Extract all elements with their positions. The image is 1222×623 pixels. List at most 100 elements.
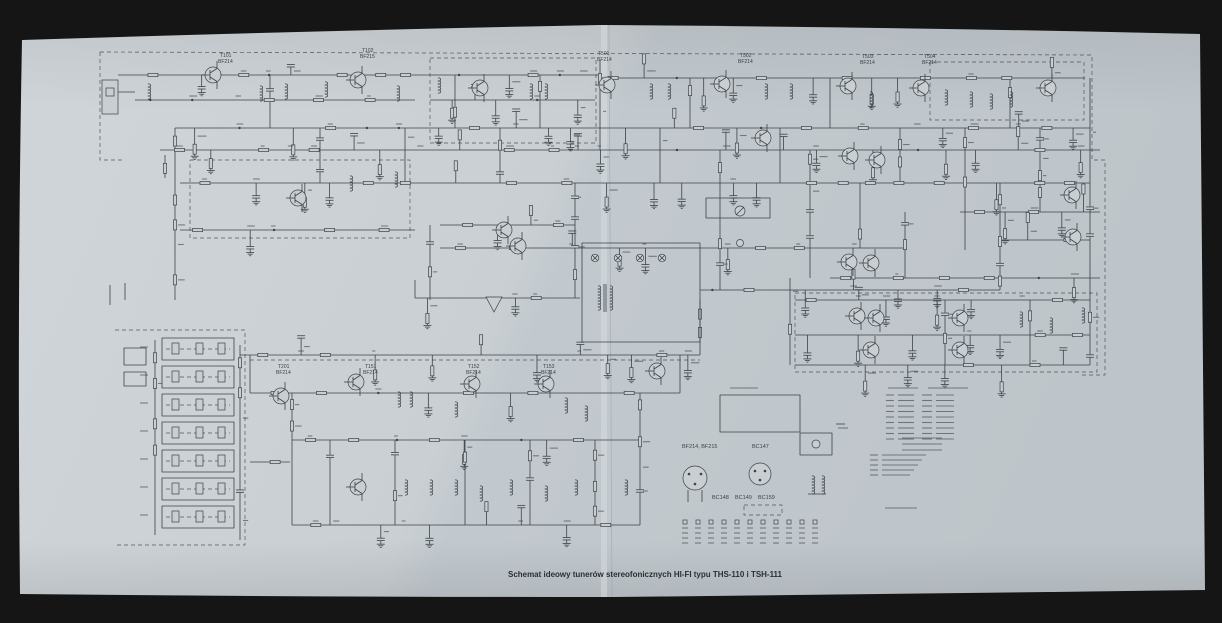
coil-symbol bbox=[509, 479, 514, 496]
capacitor-gap bbox=[1086, 233, 1094, 237]
resistor-symbol bbox=[604, 196, 609, 208]
junction-dot bbox=[272, 228, 276, 232]
resistor-symbol bbox=[173, 274, 177, 286]
transistor-symbol bbox=[506, 232, 527, 260]
resistor-symbol bbox=[573, 269, 577, 280]
transistor-ref-label: T152 bbox=[468, 364, 480, 370]
capacitor-gap bbox=[571, 216, 579, 220]
capacitor-symbol bbox=[286, 64, 295, 68]
coil-symbol bbox=[764, 83, 769, 100]
switch-contact bbox=[217, 370, 226, 383]
resistor-symbol bbox=[600, 523, 612, 527]
transistor-symbol bbox=[346, 473, 367, 501]
transistor-collector bbox=[853, 309, 862, 315]
transistor-emitter bbox=[500, 231, 509, 237]
capacitor-gap bbox=[996, 263, 1004, 267]
coil-symbol bbox=[649, 83, 654, 100]
transistor-collector bbox=[354, 480, 363, 486]
ground-symbol bbox=[903, 383, 912, 388]
resistor-symbol bbox=[1072, 287, 1076, 298]
resistor-symbol bbox=[538, 80, 542, 92]
resistor-symbol bbox=[508, 406, 513, 417]
junction-dot bbox=[1037, 276, 1040, 280]
coil-symbol bbox=[324, 81, 329, 98]
resistor-symbol bbox=[469, 126, 480, 130]
indicator-lamp-symbol bbox=[635, 253, 645, 263]
ground-symbol bbox=[861, 392, 870, 397]
ground-symbol bbox=[566, 147, 575, 152]
ground-symbol bbox=[562, 543, 571, 548]
resistor-symbol bbox=[313, 98, 324, 102]
capacitor-symbol bbox=[806, 209, 814, 213]
transistor-symbol bbox=[201, 61, 222, 89]
capacitor-gap bbox=[391, 452, 399, 456]
dashed-boundary bbox=[794, 292, 1098, 373]
coil-symbol bbox=[1049, 317, 1054, 334]
resistor-symbol bbox=[638, 399, 642, 411]
ground-symbol bbox=[615, 267, 624, 272]
ground-symbol bbox=[732, 154, 741, 159]
circuit-schematic bbox=[99, 51, 1106, 548]
resistor-symbol bbox=[806, 181, 817, 185]
resistor-symbol bbox=[336, 73, 348, 77]
transistor-type-label: BF214 bbox=[922, 60, 937, 66]
transistor-collector bbox=[476, 81, 485, 87]
resistor-symbol bbox=[966, 76, 977, 80]
ground-symbol bbox=[1069, 145, 1078, 150]
resistor-symbol bbox=[174, 148, 185, 152]
resistor-symbol bbox=[734, 142, 739, 154]
coil-symbol bbox=[667, 83, 672, 100]
ground-symbol bbox=[854, 362, 863, 367]
transistor-symbol bbox=[838, 142, 859, 170]
ground-symbol bbox=[729, 201, 738, 206]
resistor-symbol bbox=[1001, 76, 1013, 80]
coil-symbol bbox=[529, 83, 534, 100]
selector-switch-section bbox=[161, 365, 235, 389]
switch-diagram-box bbox=[799, 432, 833, 456]
transistor-emitter bbox=[873, 161, 882, 167]
lamp-cross bbox=[659, 255, 665, 261]
ground-symbol bbox=[206, 170, 215, 175]
transistor-collector bbox=[846, 149, 855, 155]
ground-symbol bbox=[801, 313, 810, 318]
resistor-symbol bbox=[864, 181, 876, 185]
transistor-collector bbox=[514, 239, 523, 245]
ground-symbol bbox=[971, 168, 980, 173]
transistor-symbol bbox=[859, 249, 880, 277]
resistor-symbol bbox=[963, 363, 974, 367]
pinout-bf-diagram bbox=[682, 465, 708, 491]
selector-switch-section bbox=[161, 505, 235, 529]
ground-symbol bbox=[460, 465, 469, 470]
capacitor-symbol bbox=[941, 312, 949, 316]
junction-dot bbox=[520, 438, 523, 442]
transistor-emitter bbox=[514, 247, 523, 253]
coil-symbol bbox=[259, 85, 264, 102]
resistor-symbol bbox=[425, 313, 430, 324]
pinout-pin bbox=[758, 478, 762, 482]
transistor-emitter bbox=[653, 372, 662, 378]
pinout-case bbox=[682, 465, 708, 491]
capacitor-symbol bbox=[512, 108, 521, 112]
transistor-type-label: BF214 bbox=[860, 60, 875, 66]
junction-dot bbox=[149, 98, 152, 102]
resistor-symbol bbox=[793, 246, 805, 250]
ground-symbol bbox=[893, 103, 902, 108]
junction-dot bbox=[536, 98, 539, 102]
capacitor-symbol bbox=[996, 262, 1004, 267]
selector-switch-section bbox=[161, 449, 235, 473]
indicator-lamp-symbol bbox=[590, 253, 600, 263]
capacitor-gap bbox=[1086, 206, 1094, 210]
capacitor-symbol bbox=[426, 241, 434, 245]
antenna-socket bbox=[105, 87, 115, 97]
resistor-symbol bbox=[943, 332, 947, 344]
dashed-boundary bbox=[929, 61, 1085, 121]
switch-contact bbox=[217, 482, 226, 495]
pinout-bc147-diagram bbox=[748, 462, 772, 486]
transistor-emitter bbox=[917, 89, 926, 95]
ground-symbol bbox=[491, 121, 500, 126]
switch-contact bbox=[171, 454, 180, 467]
junction-dot bbox=[675, 76, 679, 80]
transistor-emitter bbox=[1069, 238, 1078, 244]
transistor-emitter bbox=[209, 76, 218, 82]
resistor-symbol bbox=[453, 160, 458, 172]
